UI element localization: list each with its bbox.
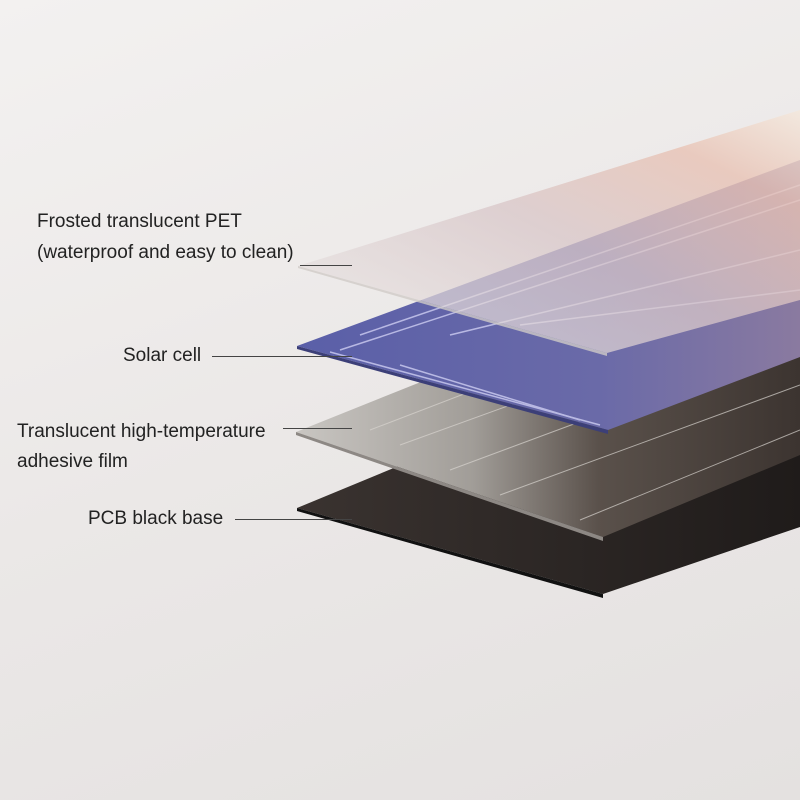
pcb-leader-line [235, 519, 352, 520]
solar-cell-label: Solar cell [123, 345, 202, 366]
pet-label-line1: Frosted translucent PET [37, 211, 242, 232]
adhesive-leader-line [283, 428, 352, 429]
pcb-label: PCB black base [88, 508, 224, 529]
pet-label-line2: (waterproof and easy to clean) [37, 242, 294, 263]
frosted-pet-layer [298, 110, 800, 356]
adhesive-label-line2: adhesive film [17, 451, 128, 472]
solar-cell-leader-line [212, 356, 352, 357]
pet-leader-line [300, 265, 352, 266]
adhesive-label-line1: Translucent high-temperature [17, 421, 266, 442]
